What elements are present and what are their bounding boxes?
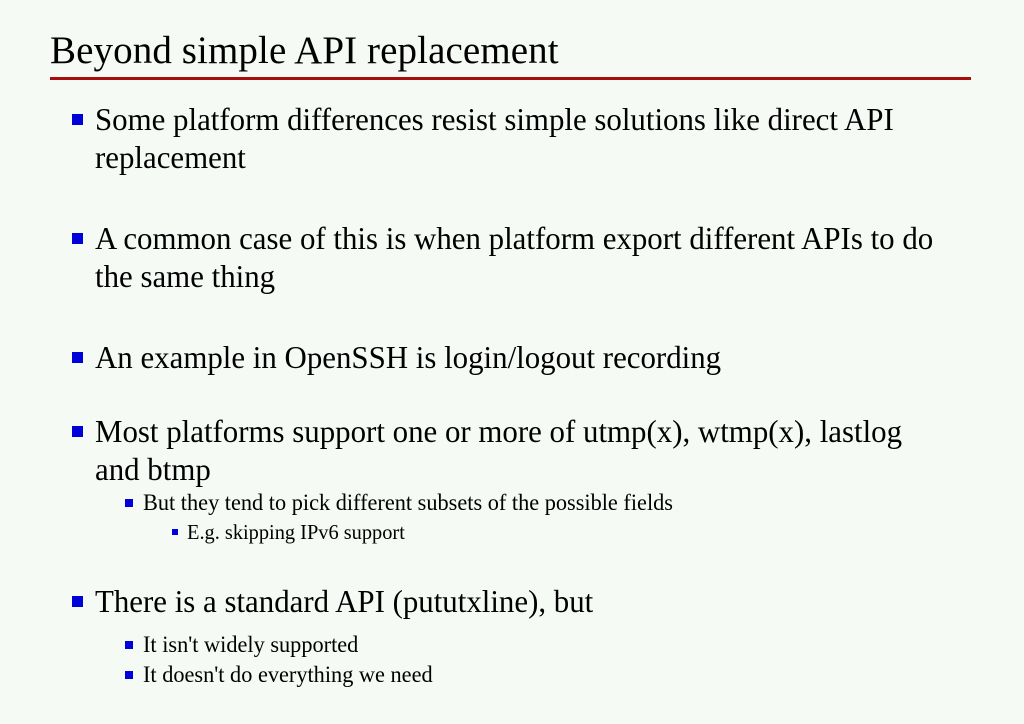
bullet-square-icon [72, 426, 83, 437]
bullet-item-2: A common case of this is when platform e… [0, 219, 1024, 295]
bullet-text: A common case of this is when platform e… [95, 220, 934, 294]
bullet-item-4-sub-1: But they tend to pick different subsets … [0, 488, 1024, 518]
page-title: Beyond simple API replacement [50, 29, 559, 72]
bullet-square-icon [72, 233, 83, 244]
bullet-text: But they tend to pick different subsets … [143, 490, 673, 515]
bullet-square-icon [172, 529, 178, 535]
spacer [0, 546, 1024, 582]
bullet-item-4-sub-1-sub-1: E.g. skipping IPv6 support [0, 518, 1024, 546]
bullet-item-5: There is a standard API (pututxline), bu… [0, 582, 1024, 620]
bullet-square-icon [125, 671, 133, 679]
bullet-square-icon [125, 499, 133, 507]
slide-body: Some platform differences resist simple … [0, 100, 1024, 690]
bullet-item-5-sub-1: It isn't widely supported [0, 630, 1024, 660]
bullet-square-icon [72, 596, 83, 607]
bullet-square-icon [125, 641, 133, 649]
bullet-item-1: Some platform differences resist simple … [0, 100, 1024, 176]
bullet-text: It isn't widely supported [143, 632, 359, 657]
bullet-text: An example in OpenSSH is login/logout re… [95, 339, 722, 375]
bullet-square-icon [72, 352, 83, 363]
bullet-item-5-sub-2: It doesn't do everything we need [0, 660, 1024, 690]
spacer [0, 176, 1024, 219]
spacer [0, 295, 1024, 338]
bullet-text: There is a standard API (pututxline), bu… [95, 583, 594, 619]
slide-title-block: Beyond simple API replacement [50, 28, 971, 80]
bullet-square-icon [72, 114, 83, 125]
bullet-item-4: Most platforms support one or more of ut… [0, 412, 1024, 488]
spacer [0, 620, 1024, 630]
bullet-text: E.g. skipping IPv6 support [187, 520, 405, 544]
bullet-item-3: An example in OpenSSH is login/logout re… [0, 338, 1024, 376]
spacer [0, 376, 1024, 412]
title-underline-rule [50, 77, 971, 80]
bullet-text: It doesn't do everything we need [143, 662, 433, 687]
bullet-text: Most platforms support one or more of ut… [95, 413, 903, 487]
bullet-text: Some platform differences resist simple … [95, 101, 894, 175]
